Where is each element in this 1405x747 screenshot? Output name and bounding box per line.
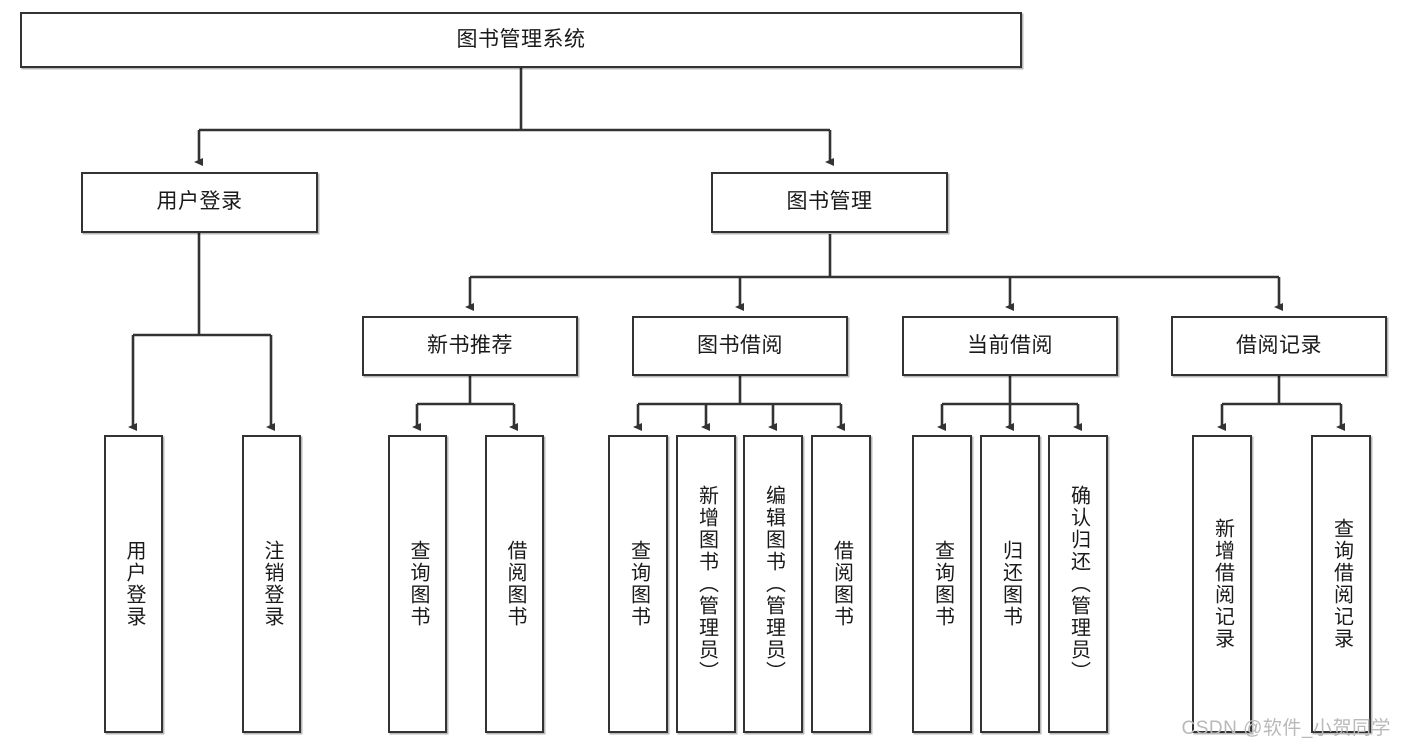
leaf-label: 归还图书	[999, 540, 1022, 628]
leaf-label: 注销登录	[261, 540, 283, 628]
leaf-user-login-login[interactable]: 用户登录	[104, 435, 163, 733]
leaf-book-borrow-add[interactable]: 新增图书（管理员）	[676, 435, 736, 733]
leaf-book-borrow-borrow[interactable]: 借阅图书	[811, 435, 871, 733]
watermark: CSDN @软件_小贺同学	[1181, 718, 1391, 739]
leaf-current-borrow-query[interactable]: 查询图书	[912, 435, 972, 733]
leaf-book-borrow-edit[interactable]: 编辑图书（管理员）	[743, 435, 803, 733]
node-borrow-record[interactable]: 借阅记录	[1171, 316, 1387, 376]
leaf-user-login-logout[interactable]: 注销登录	[242, 435, 301, 733]
node-current-borrow-label: 当前借阅	[967, 333, 1053, 357]
node-new-book-recommend-label: 新书推荐	[427, 333, 513, 357]
node-new-book-recommend[interactable]: 新书推荐	[362, 316, 578, 376]
leaf-book-borrow-query[interactable]: 查询图书	[608, 435, 668, 733]
leaf-label: 确认归还（管理员）	[1067, 485, 1090, 683]
leaf-label: 查询借阅记录	[1330, 518, 1353, 650]
leaf-current-borrow-return[interactable]: 归还图书	[980, 435, 1040, 733]
leaf-label: 借阅图书	[830, 540, 853, 628]
node-book-management-label: 图书管理	[786, 190, 873, 214]
leaf-current-borrow-confirm-return[interactable]: 确认归还（管理员）	[1048, 435, 1108, 733]
leaf-label: 借阅图书	[504, 540, 526, 628]
node-book-borrow-label: 图书借阅	[697, 333, 783, 357]
node-user-login-label: 用户登录	[156, 190, 243, 214]
leaf-label: 编辑图书（管理员）	[762, 485, 785, 683]
leaf-label: 新增图书（管理员）	[695, 485, 718, 683]
leaf-label: 用户登录	[123, 540, 145, 628]
node-book-management[interactable]: 图书管理	[711, 172, 948, 233]
leaf-borrow-record-add[interactable]: 新增借阅记录	[1192, 435, 1252, 733]
leaf-label: 查询图书	[407, 540, 429, 628]
leaf-new-book-borrow[interactable]: 借阅图书	[485, 435, 544, 733]
node-current-borrow[interactable]: 当前借阅	[902, 316, 1118, 376]
leaf-borrow-record-query[interactable]: 查询借阅记录	[1311, 435, 1371, 733]
node-root[interactable]: 图书管理系统	[20, 12, 1022, 68]
leaf-label: 新增借阅记录	[1211, 518, 1234, 650]
leaf-label: 查询图书	[931, 540, 954, 628]
node-root-label: 图书管理系统	[456, 27, 586, 51]
node-borrow-record-label: 借阅记录	[1236, 333, 1322, 357]
leaf-new-book-query[interactable]: 查询图书	[388, 435, 447, 733]
node-user-login[interactable]: 用户登录	[81, 172, 318, 233]
leaf-label: 查询图书	[627, 540, 650, 628]
node-book-borrow[interactable]: 图书借阅	[632, 316, 848, 376]
